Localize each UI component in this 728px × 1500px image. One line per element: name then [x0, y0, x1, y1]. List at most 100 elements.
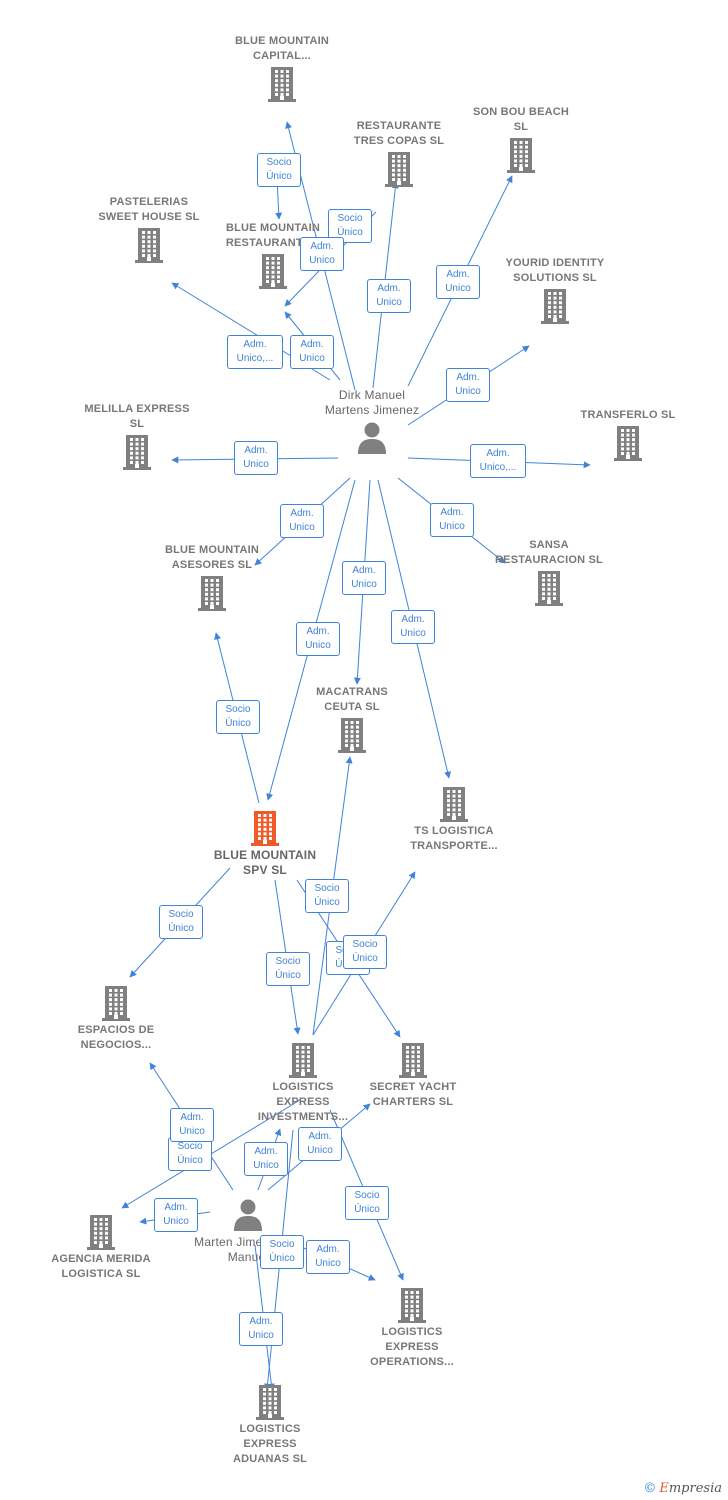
relation-role: Único — [275, 970, 301, 981]
relation-type: Adm. — [290, 508, 314, 519]
node-pasteler[interactable]: PASTELERIAS SWEET HOUSE SL — [94, 195, 204, 265]
relation-type: Adm. — [308, 1131, 332, 1142]
building-icon — [357, 1287, 467, 1323]
node-restres[interactable]: RESTAURANTE TRES COPAS SL — [344, 119, 454, 189]
node-sonbou[interactable]: SON BOU BEACH SL — [466, 105, 576, 175]
node-leadu[interactable]: LOGISTICS EXPRESS ADUANAS SL — [215, 1382, 325, 1467]
relation-badge[interactable]: Adm.Unico,... — [470, 444, 526, 478]
building-icon — [248, 1042, 358, 1078]
relation-badge[interactable]: Adm. Unico — [234, 441, 278, 475]
relation-badge[interactable]: Adm. Unico,... — [227, 335, 283, 369]
empresia-brand[interactable]: ©Empresia — [643, 1481, 722, 1496]
node-transferlo[interactable]: TRANSFERLO SL — [573, 408, 683, 463]
node-lei[interactable]: LOGISTICS EXPRESS INVESTMENTS... — [248, 1040, 358, 1125]
node-bmasesores[interactable]: BLUE MOUNTAIN ASESORES SL — [157, 543, 267, 613]
relation-role: Único — [337, 227, 363, 238]
node-tslog[interactable]: TS LOGISTICA TRANSPORTE... — [399, 784, 509, 854]
relation-role: Unico — [376, 297, 402, 308]
node-melilla[interactable]: MELILLA EXPRESS SL — [82, 402, 192, 472]
relation-badge[interactable]: Adm.Unico — [446, 368, 490, 402]
relation-badge[interactable]: Adm.Unico — [430, 503, 474, 537]
node-label: TRANSFERLO SL — [580, 409, 676, 421]
relation-type: Adm. — [300, 339, 324, 350]
node-yourid[interactable]: YOURID IDENTITY SOLUTIONS SL — [500, 256, 610, 326]
node-bmcapital[interactable]: BLUE MOUNTAIN CAPITAL... — [227, 34, 337, 104]
node-label: ESPACIOS DE NEGOCIOS... — [77, 1024, 155, 1051]
relation-badge[interactable]: Adm. Unico — [367, 279, 411, 313]
relation-badge[interactable]: Adm. Unico — [239, 1312, 283, 1346]
relation-type: Adm. — [243, 339, 267, 350]
node-label: MACATRANS CEUTA SL — [316, 686, 388, 713]
relation-role: Unico — [315, 1258, 341, 1269]
person-icon — [193, 1197, 303, 1233]
relation-badge[interactable]: Adm.Unico — [300, 237, 344, 271]
node-sansa[interactable]: SANSA RESTAURACION SL — [494, 538, 604, 608]
building-icon — [466, 137, 576, 173]
building-icon — [61, 985, 171, 1021]
relation-badge[interactable]: Adm. Unico — [244, 1142, 288, 1176]
relation-badge[interactable]: Adm.Unico — [296, 622, 340, 656]
node-secret[interactable]: SECRET YACHT CHARTERS SL — [358, 1040, 468, 1110]
relation-type: Adm. — [244, 445, 268, 456]
node-bmspv[interactable]: BLUE MOUNTAIN SPV SL — [210, 808, 320, 878]
node-label: BLUE MOUNTAIN SPV SL — [213, 848, 317, 877]
relation-badge[interactable]: Adm.Unico — [298, 1127, 342, 1161]
relation-role: Unico — [179, 1126, 205, 1137]
building-icon — [500, 288, 610, 324]
relation-badge[interactable]: Adm.Unico — [154, 1198, 198, 1232]
node-agencia[interactable]: AGENCIA MERIDA LOGISTICA SL — [46, 1212, 156, 1282]
relation-role: Unico — [299, 353, 325, 364]
relation-badge[interactable]: Adm.Unico — [170, 1108, 214, 1142]
building-icon — [494, 570, 604, 606]
relation-badge[interactable]: Adm.Unico — [306, 1240, 350, 1274]
relation-type: Adm. — [352, 565, 376, 576]
relation-type: Adm. — [486, 448, 510, 459]
relation-role: Único — [266, 171, 292, 182]
relation-badge[interactable]: Adm.Unico — [342, 561, 386, 595]
node-leops[interactable]: LOGISTICS EXPRESS OPERATIONS... — [357, 1285, 467, 1370]
relation-type: Adm. — [446, 269, 470, 280]
relation-badge[interactable]: Adm.Unico — [280, 504, 324, 538]
building-icon — [358, 1042, 468, 1078]
building-icon — [344, 151, 454, 187]
node-bmrest[interactable]: BLUE MOUNTAIN RESTAURANTE... — [218, 221, 328, 291]
node-label: BLUE MOUNTAIN RESTAURANTE... — [225, 222, 321, 249]
relation-type: Socio — [314, 883, 340, 894]
node-espacios[interactable]: ESPACIOS DE NEGOCIOS... — [61, 983, 171, 1053]
building-icon — [210, 810, 320, 846]
relation-type: Socio — [337, 213, 363, 224]
relation-role: Unico,... — [236, 353, 274, 364]
relation-type: Adm. — [249, 1316, 273, 1327]
relation-type: Adm. — [377, 283, 401, 294]
relation-type: Socio — [225, 704, 251, 715]
relation-role: Unico — [248, 1330, 274, 1341]
relation-role: Unico — [163, 1216, 189, 1227]
node-label: LOGISTICS EXPRESS INVESTMENTS... — [257, 1081, 349, 1123]
node-label: BLUE MOUNTAIN ASESORES SL — [164, 544, 260, 571]
relation-type: Socio — [269, 1239, 295, 1250]
relation-role: Unico — [243, 459, 269, 470]
building-icon — [297, 717, 407, 753]
relation-badge[interactable]: Adm. Unico — [290, 335, 334, 369]
relation-badge[interactable]: Adm.Unico — [391, 610, 435, 644]
relation-role: Unico — [455, 386, 481, 397]
relation-type: Adm. — [254, 1146, 278, 1157]
relation-badge[interactable]: Adm.Unico — [436, 265, 480, 299]
node-label: TS LOGISTICA TRANSPORTE... — [410, 825, 498, 852]
node-dirk[interactable]: Dirk Manuel Martens Jimenez — [317, 388, 427, 458]
brand-initial: E — [659, 1481, 669, 1496]
node-macatrans[interactable]: MACATRANS CEUTA SL — [297, 685, 407, 755]
relation-role: Unico — [253, 1160, 279, 1171]
node-label: BLUE MOUNTAIN CAPITAL... — [234, 35, 330, 62]
